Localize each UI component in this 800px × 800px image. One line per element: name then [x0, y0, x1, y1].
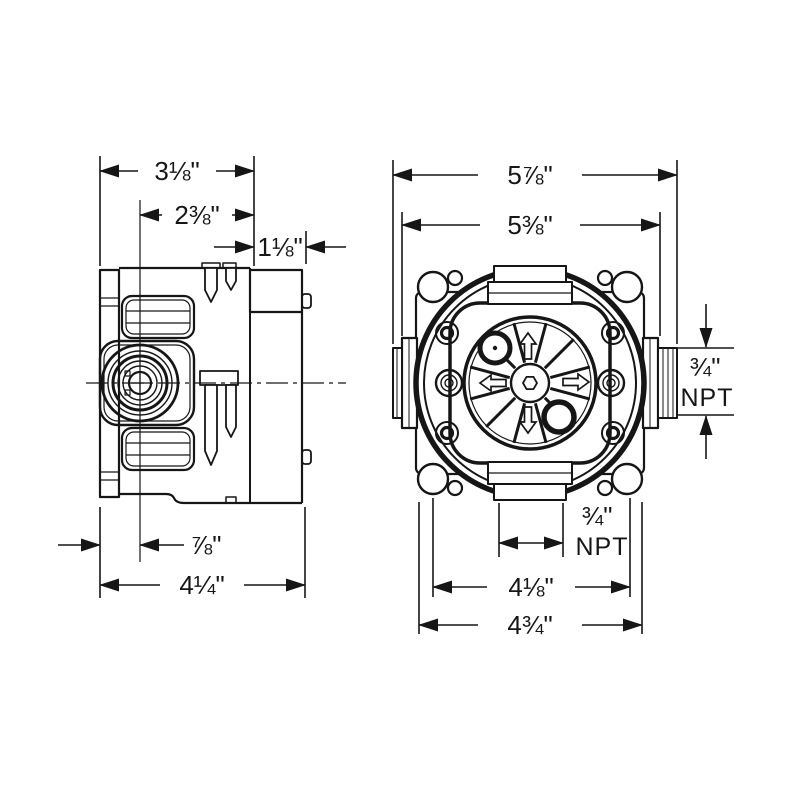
- side-view-body: [98, 262, 312, 505]
- plate-bolts: [434, 321, 626, 445]
- right-tab-bottom: [301, 449, 312, 465]
- dim-hole-spacing-label: 4⅛": [508, 572, 553, 602]
- dim-front-depth: 3⅛": [99, 156, 255, 266]
- dim-overall-width-label: 5⅞": [507, 160, 552, 190]
- dim-base-width-label: 4¾": [507, 610, 552, 640]
- dim-center-offset-label: ⅞": [191, 530, 222, 560]
- dim-mid-depth: 2⅜": [139, 200, 255, 230]
- corner-lugs: [416, 269, 644, 497]
- dim-base-width: 4¾": [418, 502, 643, 640]
- right-tab-top: [301, 293, 312, 309]
- dim-hole-spacing: 4⅛": [432, 498, 631, 602]
- mounting-clips: [199, 267, 239, 466]
- dim-side-port: ¾" NPT: [677, 304, 734, 459]
- bottom-port-boss: [487, 461, 573, 501]
- dim-flange-width-label: 5⅜": [507, 210, 552, 240]
- dim-bottom-port-thread-label: NPT: [576, 533, 629, 561]
- back-box: [248, 268, 304, 314]
- dim-front-depth-label: 3⅛": [154, 156, 199, 186]
- dim-bottom-port: ¾" NPT: [498, 501, 629, 561]
- dim-overall-width: 5⅞": [392, 160, 678, 344]
- side-port-top: [120, 294, 196, 340]
- dim-bottom-port-label: ¾": [582, 501, 613, 531]
- dim-back-depth-label: 1⅛": [257, 232, 302, 262]
- dim-overall-depth-label: 4¼": [179, 570, 224, 600]
- side-port-bottom: [120, 426, 196, 472]
- spoked-wheel: [462, 315, 598, 451]
- hub-hex-socket: [522, 375, 538, 391]
- dim-mid-depth-label: 2⅜": [174, 200, 219, 230]
- dim-side-port-thread-label: NPT: [681, 384, 734, 412]
- cold-port-circle: [541, 399, 577, 435]
- front-view: 5⅞" 5⅜" ¾" NPT ¾" NPT: [392, 160, 734, 640]
- top-port-boss: [487, 265, 573, 305]
- dim-side-port-label: ¾": [690, 352, 721, 382]
- left-port-pipe: [392, 336, 419, 430]
- dim-overall-depth: 4¼": [99, 507, 306, 600]
- dim-back-depth: 1⅛": [214, 231, 346, 264]
- dim-flange-width: 5⅜": [401, 210, 661, 336]
- right-port-pipe: [641, 336, 678, 430]
- side-view: 3⅛" 2⅜" 1⅛" ⅞" 4¼": [58, 156, 346, 600]
